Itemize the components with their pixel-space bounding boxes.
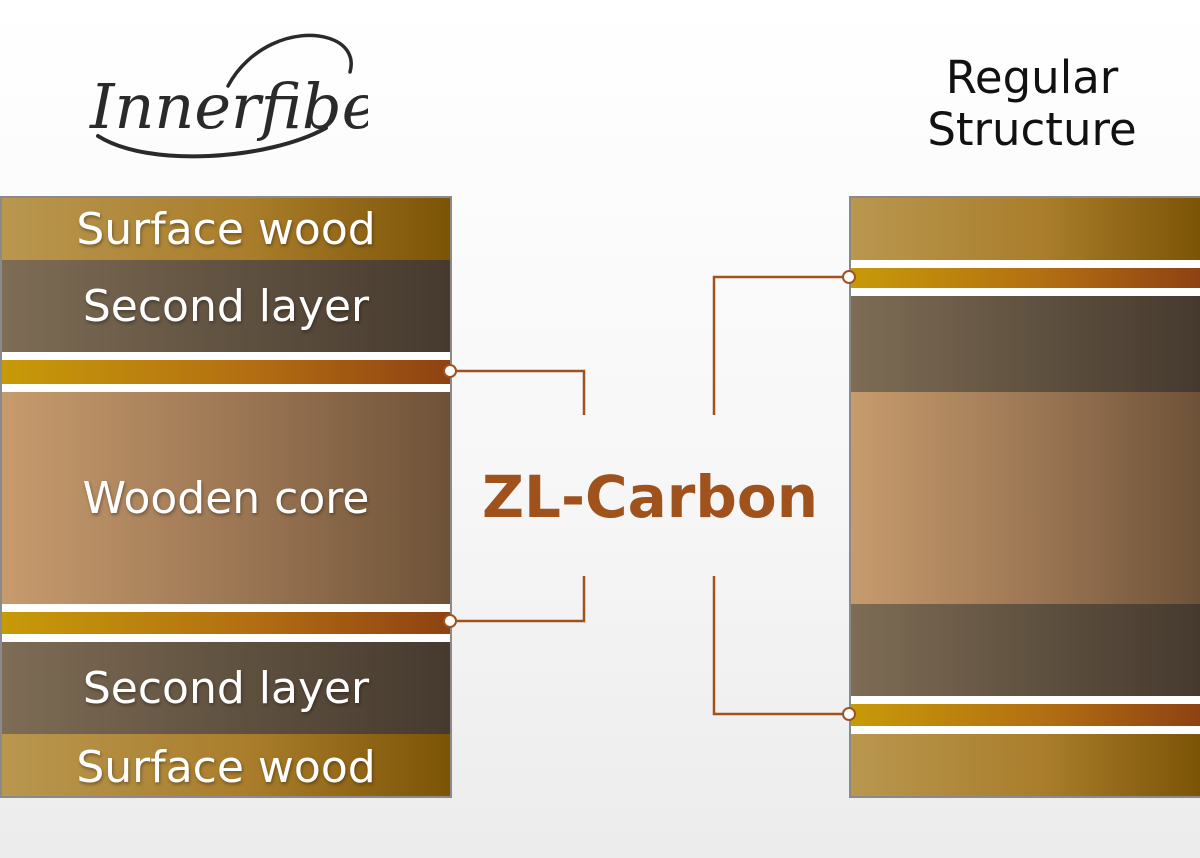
gap-white: [2, 604, 450, 612]
wooden-core-label: Wooden core: [82, 472, 370, 524]
regular-structure-title: Regular Structure: [900, 52, 1164, 156]
innerfiber-layer-stack: Surface wood Second layer Wooden core Se…: [0, 196, 452, 798]
connector-right-bottom: [712, 576, 849, 716]
regular-layer-stack: [849, 196, 1200, 798]
regular-second-layer-bottom: [851, 604, 1200, 696]
logo-wordmark: Innerfiber: [89, 70, 368, 143]
regular-carbon-layer-bottom: [851, 704, 1200, 726]
surface-wood-bottom-label: Surface wood: [76, 741, 376, 793]
logo-underline-swoosh: [96, 126, 328, 159]
connector-right-top: [712, 275, 849, 415]
innerfiber-logo-graphic: Innerfiber: [89, 33, 368, 159]
gap-white: [2, 634, 450, 642]
regular-surface-top-layer: [851, 198, 1200, 260]
regular-carbon-layer-top: [851, 268, 1200, 288]
regular-title-line2: Structure: [927, 103, 1137, 156]
gap-white: [851, 726, 1200, 734]
surface-wood-bottom-layer: Surface wood: [2, 734, 450, 796]
zl-carbon-layer-top: [2, 360, 450, 384]
surface-wood-top-label: Surface wood: [76, 203, 376, 255]
regular-title-line1: Regular: [945, 51, 1119, 104]
gap-white: [2, 384, 450, 392]
wooden-core-layer: Wooden core: [2, 392, 450, 604]
innerfiber-logo: Innerfiber: [78, 28, 368, 168]
gap-white: [851, 696, 1200, 704]
second-layer-top-label: Second layer: [82, 280, 370, 332]
regular-second-layer-top: [851, 296, 1200, 392]
second-layer-bottom: Second layer: [2, 642, 450, 734]
second-layer-bottom-label: Second layer: [82, 662, 370, 714]
logo-top-swoosh: [226, 33, 353, 88]
gap-white: [2, 352, 450, 360]
zl-carbon-label: ZL-Carbon: [481, 463, 819, 531]
zl-carbon-layer-bottom: [2, 612, 450, 634]
surface-wood-top-layer: Surface wood: [2, 198, 450, 260]
gap-white: [851, 260, 1200, 268]
regular-surface-bottom-layer: [851, 734, 1200, 796]
connector-left-bottom: [450, 576, 586, 623]
connector-left-top: [450, 369, 586, 415]
gap-white: [851, 288, 1200, 296]
second-layer-top: Second layer: [2, 260, 450, 352]
regular-core-layer: [851, 392, 1200, 604]
